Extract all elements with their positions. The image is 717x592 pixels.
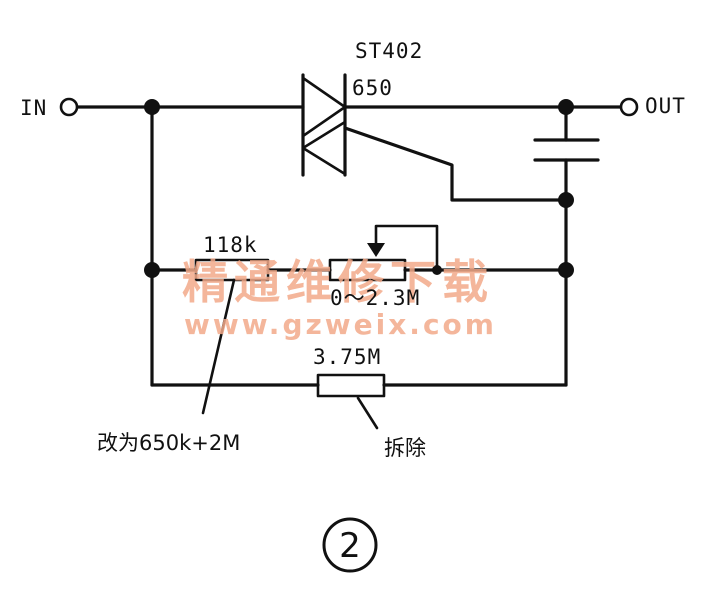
label-triac-value: 650 — [352, 76, 393, 100]
potentiometer-wiper-arrow — [367, 243, 385, 257]
junction-dot — [144, 99, 160, 115]
label-output: OUT — [645, 94, 686, 118]
potentiometer-wiper-lead — [374, 224, 439, 272]
label-triac-model: ST402 — [355, 39, 423, 63]
figure-number: 2 — [339, 526, 361, 566]
junction-dot — [558, 99, 574, 115]
resistor-118k — [194, 258, 270, 282]
watermark-url: www.gzweix.com — [184, 308, 497, 341]
watermark-title: 精通维修下载 — [182, 255, 494, 309]
label-input: IN — [20, 96, 47, 120]
input-terminal — [59, 97, 79, 117]
label-resistor-118k: 118k — [203, 233, 258, 257]
junction-dot — [558, 262, 574, 278]
label-remove-note: 拆除 — [384, 436, 426, 460]
label-potentiometer-range: 0～2.3M — [330, 286, 420, 310]
triac-symbol — [301, 73, 568, 202]
junction-dot — [144, 262, 160, 278]
output-terminal — [619, 97, 639, 117]
figure-number-badge: 2 — [322, 517, 378, 573]
resistor-3-75m — [316, 373, 386, 398]
label-change-note: 改为650k+2M — [97, 431, 240, 455]
leader-line-remove — [356, 396, 379, 430]
label-resistor-3-75m: 3.75M — [313, 345, 381, 369]
leader-line-change — [201, 278, 236, 415]
potentiometer — [328, 258, 407, 282]
junction-dot — [558, 192, 574, 208]
